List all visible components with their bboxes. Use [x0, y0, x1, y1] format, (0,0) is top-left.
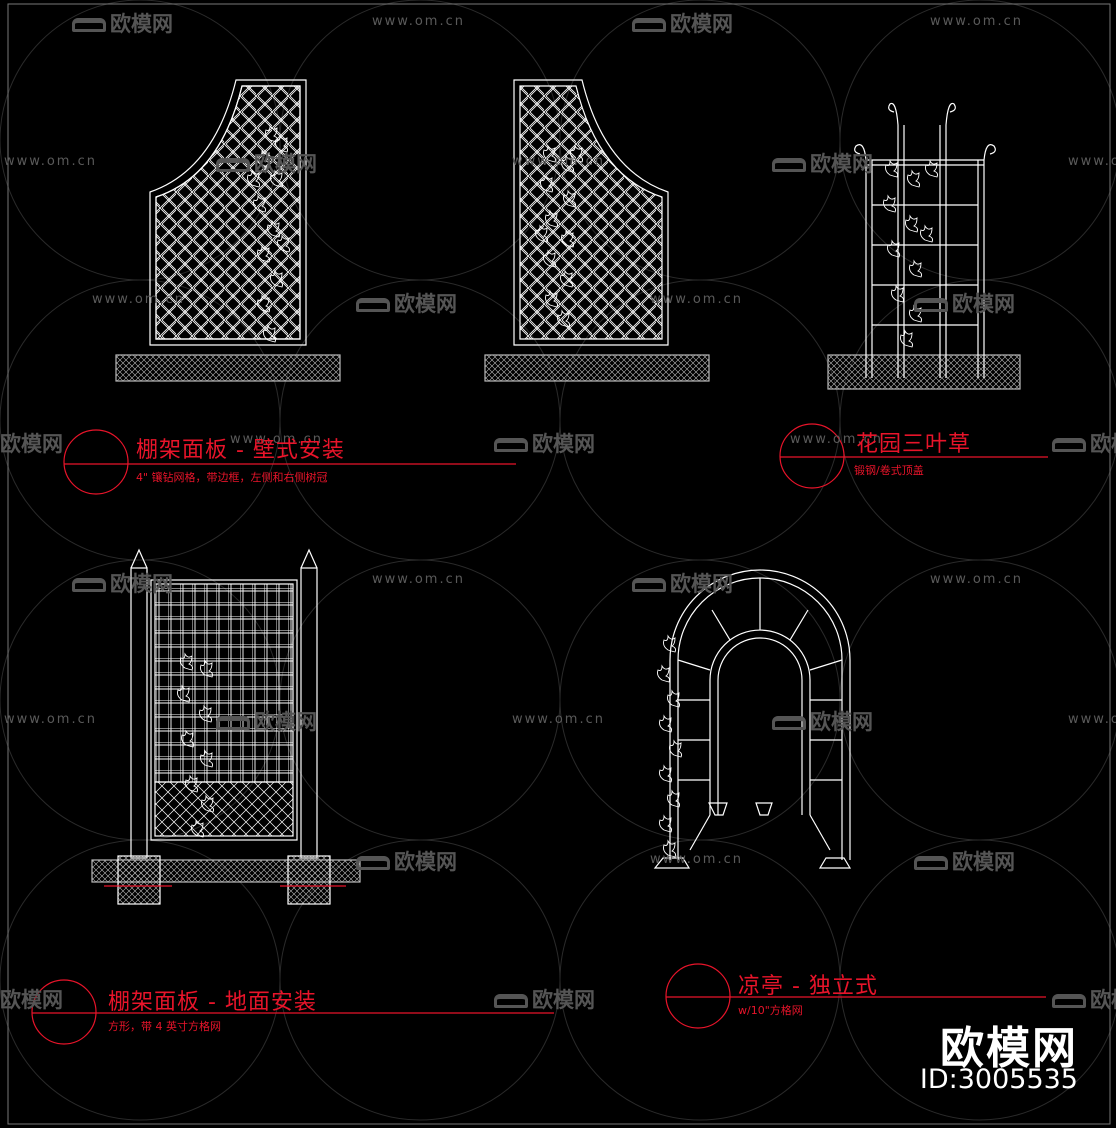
- watermark-url: www.om.cn: [1068, 154, 1116, 169]
- watermark-url: www.om.cn: [930, 14, 1023, 29]
- watermark-brand: 欧模网: [632, 8, 733, 38]
- ground-panel-drawing: [91, 548, 361, 905]
- watermark-brand: 欧模网: [0, 988, 63, 1012]
- panel-title-wall-mount: 棚架面板 - 壁式安装: [136, 438, 345, 463]
- watermark-brand: 欧模网: [494, 984, 595, 1014]
- watermark-url: www.om.cn: [1068, 712, 1116, 727]
- watermark-url: www.om.cn: [930, 572, 1023, 587]
- watermark-brand: 欧模网: [914, 846, 1015, 876]
- watermark-url: www.om.cn: [4, 712, 97, 727]
- watermark-url: www.om.cn: [92, 292, 185, 307]
- panel-title-ground-mount: 棚架面板 - 地面安装: [108, 990, 317, 1015]
- sofa-logo-icon: [772, 716, 806, 730]
- panel-subtitle-arbor: w/10"方格网: [738, 1004, 803, 1017]
- watermark-brand: 欧模网: [494, 428, 595, 458]
- trefoil-trellis-drawing: [827, 102, 1021, 390]
- wall-panel-left-drawing: [115, 79, 341, 382]
- watermark-brand: 欧模网: [914, 288, 1015, 318]
- watermark-url: www.om.cn: [230, 432, 323, 447]
- watermark-url: www.om.cn: [650, 292, 743, 307]
- watermark-brand: 欧模网: [1052, 428, 1116, 458]
- sofa-logo-icon: [914, 298, 948, 312]
- watermark-brand: 欧模网: [632, 568, 733, 598]
- sofa-logo-icon: [494, 438, 528, 452]
- model-id: ID:3005535: [919, 1064, 1078, 1095]
- watermark-brand: 欧模网: [1052, 984, 1116, 1014]
- watermark-brand: 欧模网: [356, 288, 457, 318]
- sofa-logo-icon: [494, 994, 528, 1008]
- sofa-logo-icon: [72, 578, 106, 592]
- panel-subtitle-trefoil: 锻钢/卷式顶盖: [854, 464, 924, 477]
- sofa-logo-icon: [356, 856, 390, 870]
- watermark-brand: 欧模网: [356, 846, 457, 876]
- sofa-logo-icon: [356, 298, 390, 312]
- watermark-brand: 欧模网: [72, 8, 173, 38]
- arbor-drawing: [653, 569, 852, 869]
- panel-subtitle-wall-mount: 4" 镶钻网格，带边框，左侧和右侧树冠: [136, 471, 328, 484]
- watermark-brand: 欧模网: [72, 568, 173, 598]
- watermark-url: www.om.cn: [4, 154, 97, 169]
- drawing-border: [7, 3, 1111, 1125]
- watermark-brand: 欧模网: [772, 148, 873, 178]
- watermark-brand: 欧模网: [0, 432, 63, 456]
- wall-panel-right-drawing: [484, 79, 710, 382]
- sofa-logo-icon: [72, 18, 106, 32]
- sofa-logo-icon: [632, 18, 666, 32]
- watermark-url: www.om.cn: [790, 432, 883, 447]
- sofa-logo-icon: [632, 578, 666, 592]
- sofa-logo-icon: [216, 158, 250, 172]
- watermark-url: www.om.cn: [512, 712, 605, 727]
- watermark-url: www.om.cn: [512, 154, 605, 169]
- watermark-url: www.om.cn: [650, 852, 743, 867]
- panel-subtitle-ground-mount: 方形，带 4 英寸方格网: [108, 1020, 221, 1033]
- sofa-logo-icon: [1052, 438, 1086, 452]
- sofa-logo-icon: [772, 158, 806, 172]
- panel-title-arbor: 凉亭 - 独立式: [738, 974, 878, 999]
- watermark-brand: 欧模网: [216, 148, 317, 178]
- annotation-marks: [31, 423, 1048, 1045]
- sofa-logo-icon: [1052, 994, 1086, 1008]
- panel-title-trefoil: 花园三叶草: [856, 432, 972, 457]
- sofa-logo-icon: [914, 856, 948, 870]
- watermark-url: www.om.cn: [372, 14, 465, 29]
- watermark-brand: 欧模网: [772, 706, 873, 736]
- sofa-logo-icon: [216, 716, 250, 730]
- watermark-brand: 欧模网: [216, 706, 317, 736]
- site-logo: 欧模网: [940, 1023, 1078, 1074]
- watermark-url: www.om.cn: [372, 572, 465, 587]
- vine-trefoil: [882, 160, 939, 348]
